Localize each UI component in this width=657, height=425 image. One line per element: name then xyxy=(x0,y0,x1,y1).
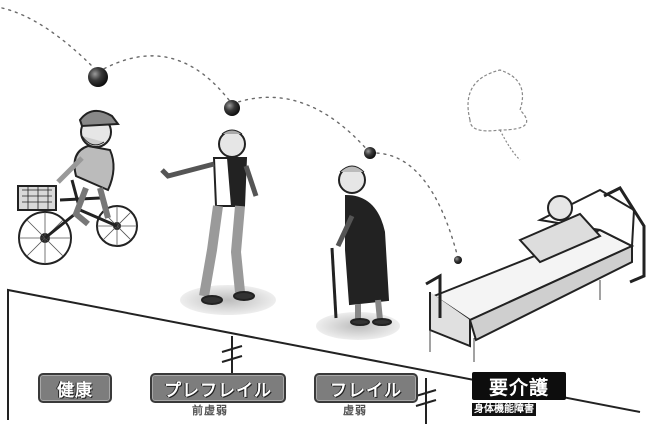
ball-3 xyxy=(364,147,376,159)
slope-line xyxy=(7,288,641,420)
stage-label-healthy-text: 健康 xyxy=(57,380,93,401)
stage-label-frail-text: フレイル xyxy=(330,380,402,401)
stage-label-healthy: 健康 xyxy=(38,373,112,403)
stage-label-frail: フレイル xyxy=(314,373,418,403)
stage-sub-prefrail: 前虚弱 xyxy=(192,404,228,417)
shadow-prefrail xyxy=(180,285,276,315)
stage-label-care: 要介護 xyxy=(472,372,566,400)
ball-4 xyxy=(454,256,462,264)
ball-trajectory xyxy=(1,7,459,259)
frail-figure xyxy=(330,165,392,326)
stage-label-prefrail: プレフレイル xyxy=(150,373,286,403)
stage-label-prefrail-text: プレフレイル xyxy=(164,380,272,401)
stage-label-care-text: 要介護 xyxy=(488,376,549,399)
prefrail-figure xyxy=(160,129,259,305)
cyclist-figure xyxy=(17,109,138,265)
hospital-bed-figure xyxy=(425,69,646,362)
break-mark-1 xyxy=(221,336,243,378)
ball-1 xyxy=(88,67,108,87)
stage-sub-frail: 虚弱 xyxy=(343,404,367,417)
ball-2 xyxy=(224,100,240,116)
break-mark-2 xyxy=(415,378,437,424)
stage-sub-care: 身体機能障害 xyxy=(472,403,536,416)
